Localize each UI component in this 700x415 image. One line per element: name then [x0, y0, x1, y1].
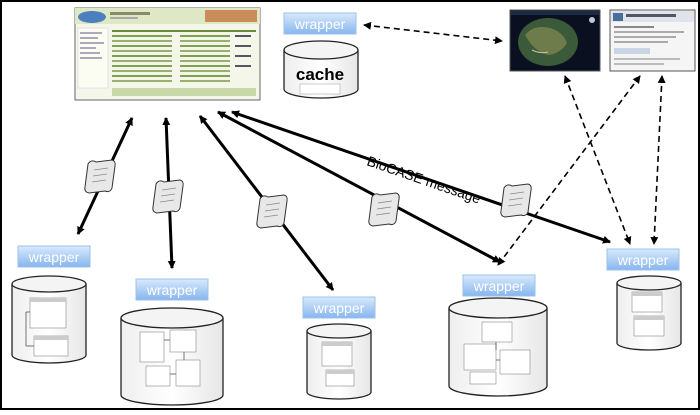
provider-2-wrapper-box [135, 278, 209, 301]
provider-4: wrapper [448, 274, 548, 397]
portal-screenshot [74, 7, 261, 101]
portal-logo [78, 11, 106, 23]
provider-2-wrapper-label: wrapper [146, 282, 198, 298]
portal-sidebar-lines [80, 32, 104, 59]
arrow-webportal-provider4 [497, 75, 641, 266]
provider-1-wrapper-box [17, 245, 91, 268]
arrow-cache-globe [363, 21, 503, 45]
message-scroll-icon [368, 192, 400, 227]
portal-result-rows [112, 30, 256, 82]
provider-5: wrapper [606, 248, 682, 351]
message-scroll-icon [152, 179, 184, 214]
arrow-webportal-provider5 [650, 75, 666, 245]
connection-arrows [76, 21, 666, 291]
provider-4-wrapper-label: wrapper [473, 278, 525, 294]
provider-5-wrapper-label: wrapper [617, 252, 669, 268]
provider-3-wrapper-label: wrapper [313, 300, 365, 316]
portal-wrapper-label: wrapper [294, 16, 346, 32]
message-scroll-icon [84, 159, 116, 194]
provider-5-wrapper-box [606, 248, 680, 271]
cache-label: cache [296, 65, 344, 84]
provider-2: wrapper [120, 278, 224, 406]
web-portal-screenshot [609, 9, 696, 72]
provider-4-wrapper-box [462, 274, 536, 297]
provider-3: wrapper [302, 296, 376, 400]
globe-map-screenshot [509, 9, 601, 72]
provider-1-wrapper-label: wrapper [28, 249, 80, 265]
provider-1: wrapper [11, 245, 91, 364]
portal-wrapper-box: wrapper [283, 12, 357, 35]
message-scroll-icon [500, 183, 532, 218]
message-scroll-icon [256, 194, 288, 229]
cache-database: cache [283, 40, 359, 99]
provider-3-wrapper-box [302, 296, 376, 319]
